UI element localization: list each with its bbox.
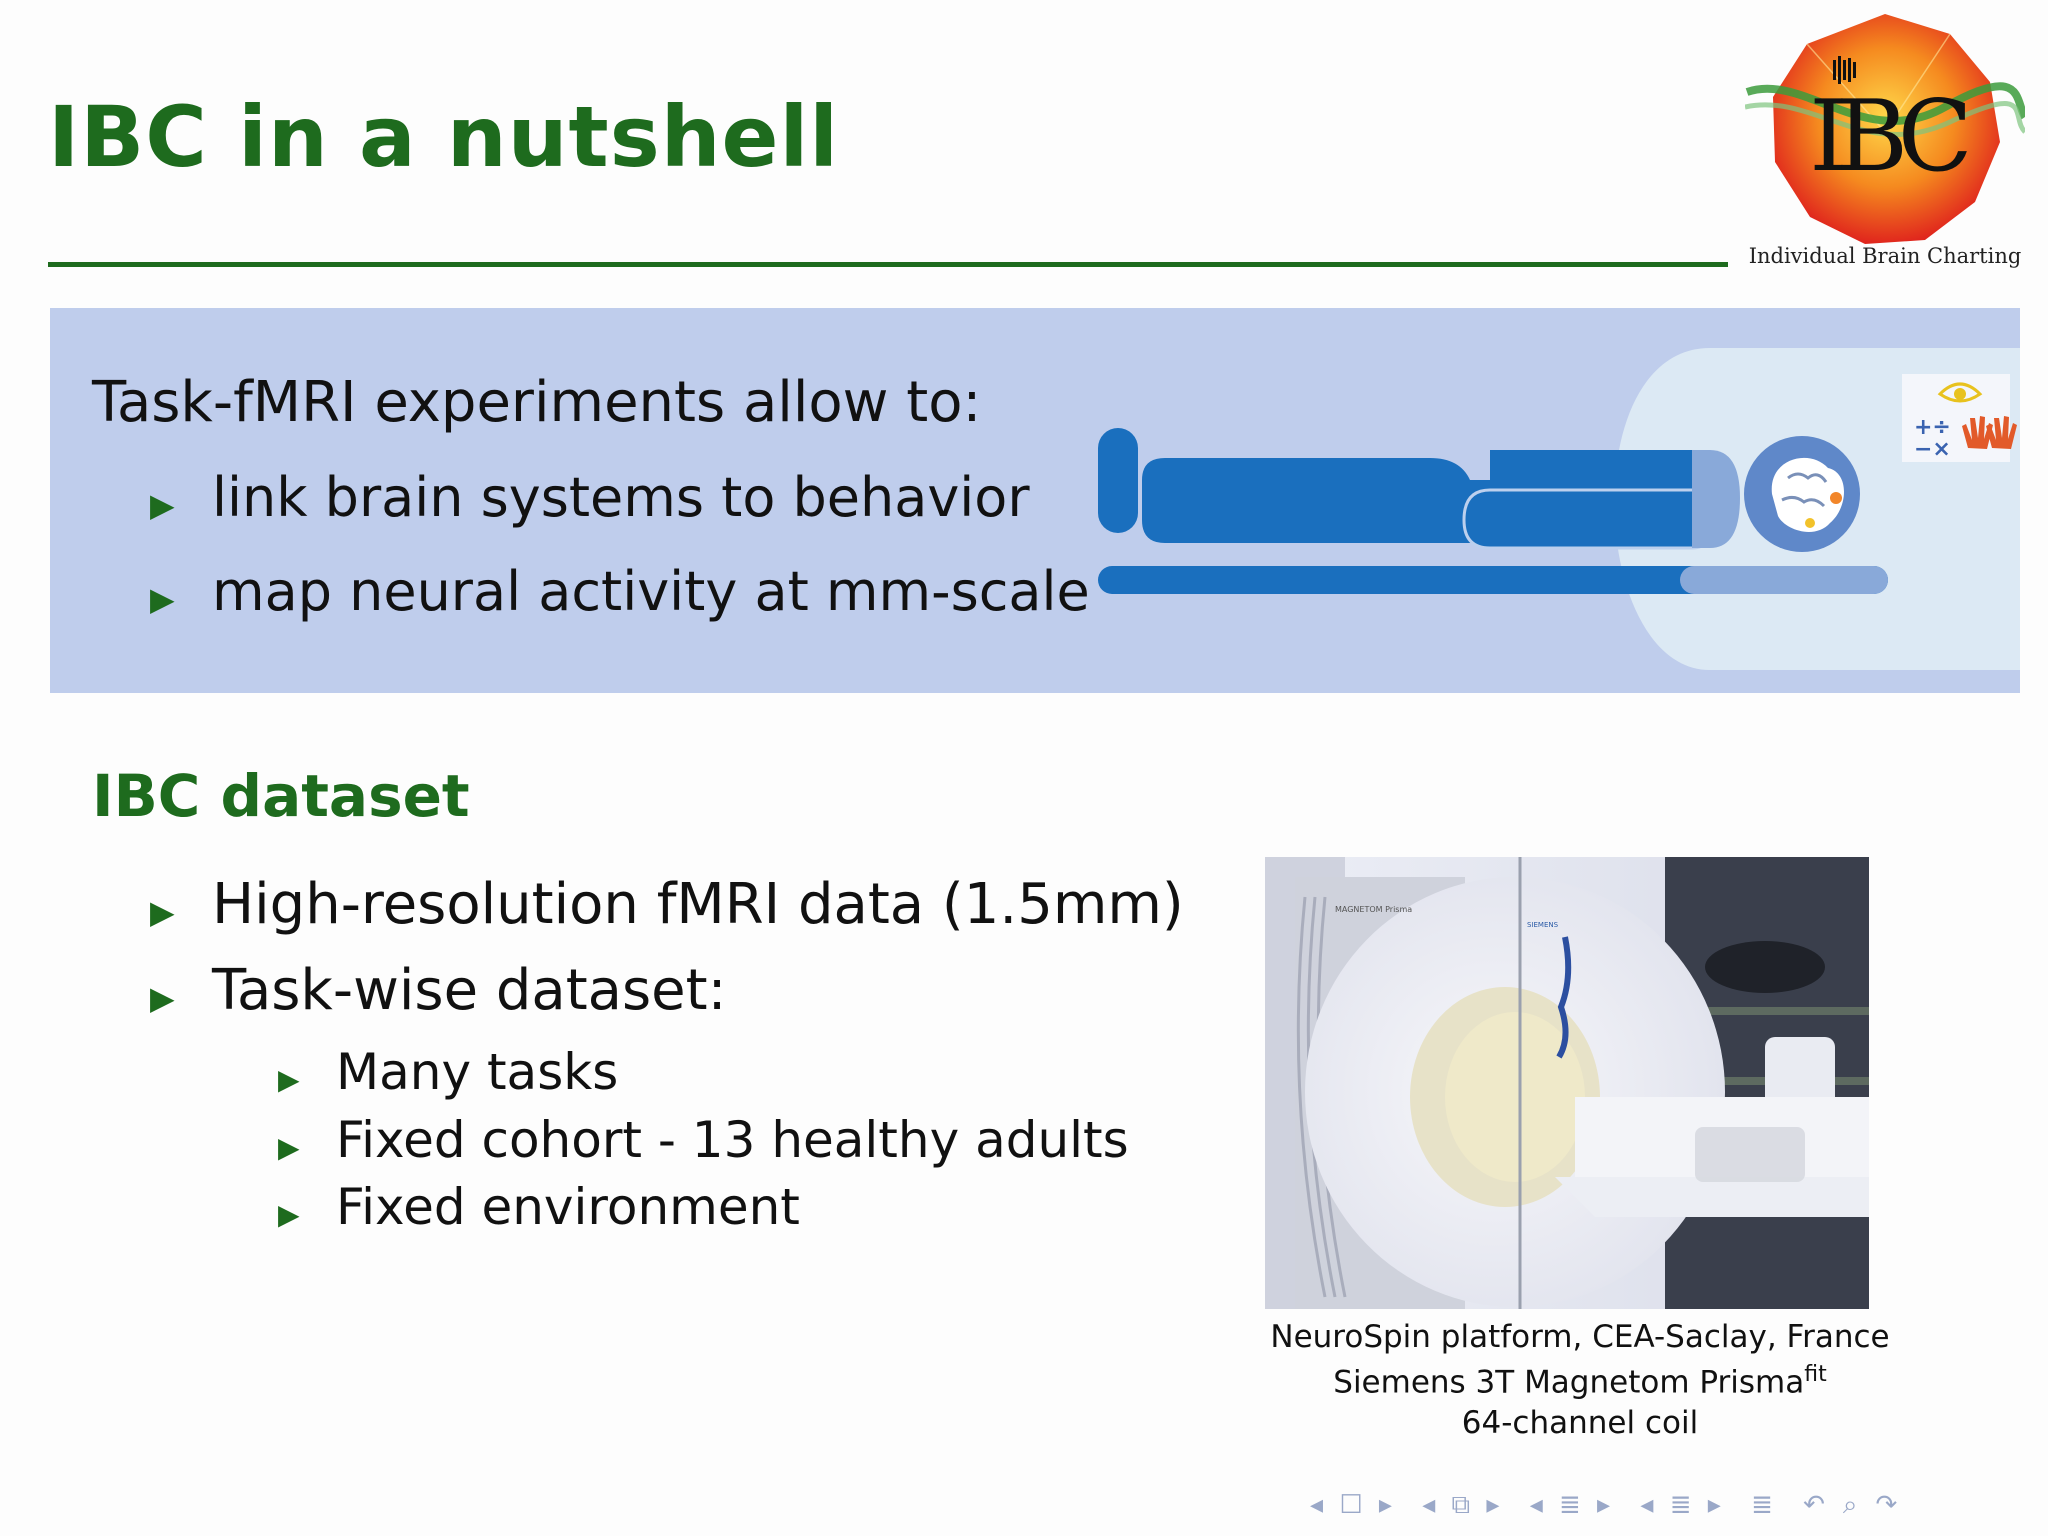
scanner-brand-label: SIEMENS	[1527, 921, 1559, 929]
brain-icon	[1744, 436, 1860, 552]
patient-icon	[1098, 428, 1740, 550]
beamer-navigation: ◂ ☐ ▸ ◂ ⧉ ▸ ◂ ≣ ▸ ◂ ≣ ▸ ≣ ↶ ⌕ ↷	[1310, 1490, 1915, 1521]
nav-prev-icon[interactable]: ◂ ☐ ▸	[1310, 1490, 1396, 1520]
bullet-triangle-icon: ▶	[150, 580, 175, 618]
logo-caption: Individual Brain Charting	[1748, 244, 2022, 268]
nav-subsection-icon[interactable]: ◂ ≣ ▸	[1640, 1490, 1725, 1520]
sub-list-item: ▶Fixed environment	[278, 1178, 800, 1236]
bullet-triangle-icon: ▶	[278, 1063, 300, 1096]
list-item: ▶link brain systems to behavior	[150, 466, 1030, 529]
logo-swoosh	[1745, 82, 2029, 125]
scanner-photo: MAGNETOM Prisma SIEMENS	[1265, 857, 1869, 1309]
highlight-block: +÷ −×	[50, 308, 2020, 693]
math-operators-icon: +÷ −×	[1914, 415, 1951, 462]
logo-monogram: IBC	[1809, 80, 1968, 194]
sub-list-item: ▶Many tasks	[278, 1043, 619, 1101]
dataset-heading: IBC dataset	[92, 762, 470, 830]
slide-title: IBC in a nutshell	[48, 88, 840, 186]
bullet-triangle-icon: ▶	[278, 1131, 300, 1164]
nav-undo-icon[interactable]: ↶	[1803, 1490, 1829, 1520]
hands-icon	[1962, 416, 2017, 449]
nav-frame-icon[interactable]: ◂ ⧉ ▸	[1422, 1490, 1504, 1520]
list-item: ▶map neural activity at mm-scale	[150, 560, 1090, 623]
nav-appendix-icon[interactable]: ≣	[1751, 1490, 1777, 1520]
nav-search-icon[interactable]: ⌕	[1842, 1490, 1862, 1520]
bullet-triangle-icon: ▶	[150, 486, 175, 524]
block-intro: Task-fMRI experiments allow to:	[92, 370, 982, 435]
logo-barcode-icon	[1833, 56, 1856, 84]
scanner-model-label: MAGNETOM Prisma	[1335, 905, 1412, 914]
svg-text:−×: −×	[1914, 437, 1951, 462]
sub-list-item: ▶Fixed cohort - 13 healthy adults	[278, 1111, 1129, 1169]
bullet-triangle-icon: ▶	[150, 979, 175, 1017]
nav-redo-icon[interactable]: ↷	[1875, 1490, 1902, 1520]
title-divider	[48, 262, 1728, 267]
photo-caption-line1: NeuroSpin platform, CEA-Saclay, France	[1270, 1319, 1890, 1355]
nav-section-icon[interactable]: ◂ ≣ ▸	[1529, 1490, 1615, 1520]
bullet-triangle-icon: ▶	[150, 893, 175, 931]
photo-caption-line2: Siemens 3T Magnetom Prismafit	[1333, 1362, 1827, 1401]
eye-icon	[1937, 382, 1983, 403]
scanner-illustration: +÷ −×	[1098, 348, 2020, 670]
ibc-logo: IBC	[1744, 12, 2029, 272]
photo-caption-line3: 64-channel coil	[1461, 1405, 1699, 1441]
svg-text:+÷: +÷	[1914, 415, 1951, 440]
bullet-triangle-icon: ▶	[278, 1198, 300, 1231]
list-item: ▶Task-wise dataset:	[150, 958, 727, 1023]
list-item: ▶High-resolution fMRI data (1.5mm)	[150, 872, 1184, 937]
